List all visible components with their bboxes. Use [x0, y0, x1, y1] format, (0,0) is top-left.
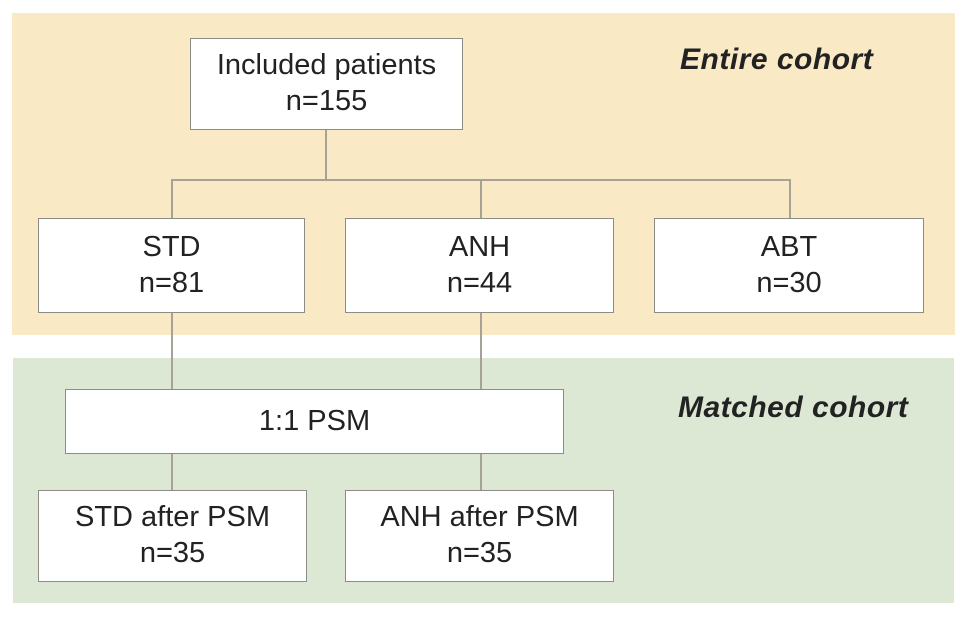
connector-psm-to-anh-after	[480, 454, 482, 490]
node-abt: ABT n=30	[654, 218, 924, 313]
entire-cohort-label: Entire cohort	[680, 43, 874, 76]
node-psm-title: 1:1 PSM	[258, 404, 371, 437]
node-std-count: n=81	[138, 266, 205, 299]
connector-anh-to-psm	[480, 313, 482, 389]
node-anh-after-psm: ANH after PSM n=35	[345, 490, 614, 582]
node-anh-after-count: n=35	[446, 537, 513, 569]
node-psm: 1:1 PSM	[65, 389, 564, 454]
node-anh-after-title: ANH after PSM	[380, 501, 579, 534]
node-std-after-count: n=35	[139, 537, 206, 569]
connector-std-to-psm	[171, 313, 173, 389]
node-included-title: Included patients	[216, 49, 437, 82]
node-anh: ANH n=44	[345, 218, 614, 313]
node-included-patients: Included patients n=155	[190, 38, 463, 130]
node-std: STD n=81	[38, 218, 305, 313]
connector-leg-std	[171, 179, 173, 218]
node-abt-title: ABT	[760, 230, 818, 263]
connector-psm-to-std-after	[171, 454, 173, 490]
node-anh-count: n=44	[446, 266, 513, 299]
node-abt-count: n=30	[756, 266, 822, 299]
node-std-title: STD	[142, 230, 201, 263]
connector-included-drop	[325, 130, 327, 180]
node-std-after-title: STD after PSM	[75, 501, 270, 534]
matched-cohort-label: Matched cohort	[678, 391, 909, 424]
node-std-after-psm: STD after PSM n=35	[38, 490, 307, 582]
node-included-count: n=155	[285, 85, 368, 117]
connector-leg-abt	[789, 179, 791, 218]
node-anh-title: ANH	[448, 230, 511, 263]
connector-leg-anh	[480, 179, 482, 218]
